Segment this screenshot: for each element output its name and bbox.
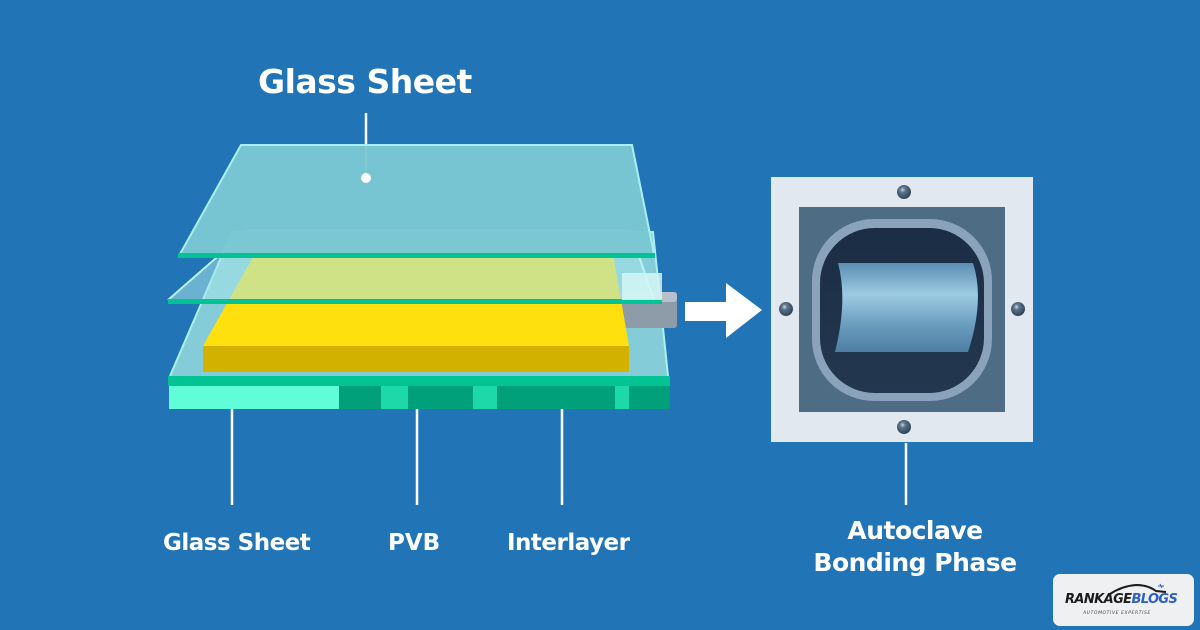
- autoclave-icon: [771, 177, 1033, 442]
- autoclave-label: Autoclave Bonding Phase: [810, 515, 1020, 579]
- brand-name: RANKAGEBLOGS: [1065, 592, 1178, 607]
- car-silhouette-icon: [1109, 583, 1167, 595]
- pvb-label: PVB: [388, 530, 441, 556]
- bottom-leaders: [230, 409, 908, 505]
- autoclave-label-line1: Autoclave: [847, 516, 983, 545]
- top-glass-sheet: [178, 144, 655, 258]
- autoclave-label-line2: Bonding Phase: [813, 548, 1017, 577]
- diagram-title: Glass Sheet: [258, 62, 472, 101]
- interlayer-label: Interlayer: [507, 530, 630, 556]
- brand-logo: RANKAGEBLOGS AUTOMOTIVE EXPERTISE: [1053, 574, 1194, 626]
- brand-name-part1: RANKAGE: [1065, 592, 1132, 607]
- right-arrow-icon: [685, 283, 762, 338]
- brand-name-part2: BLOGS: [1131, 592, 1178, 607]
- glass-sheet-label: Glass Sheet: [163, 530, 311, 556]
- brand-tagline: AUTOMOTIVE EXPERTISE: [1083, 611, 1151, 616]
